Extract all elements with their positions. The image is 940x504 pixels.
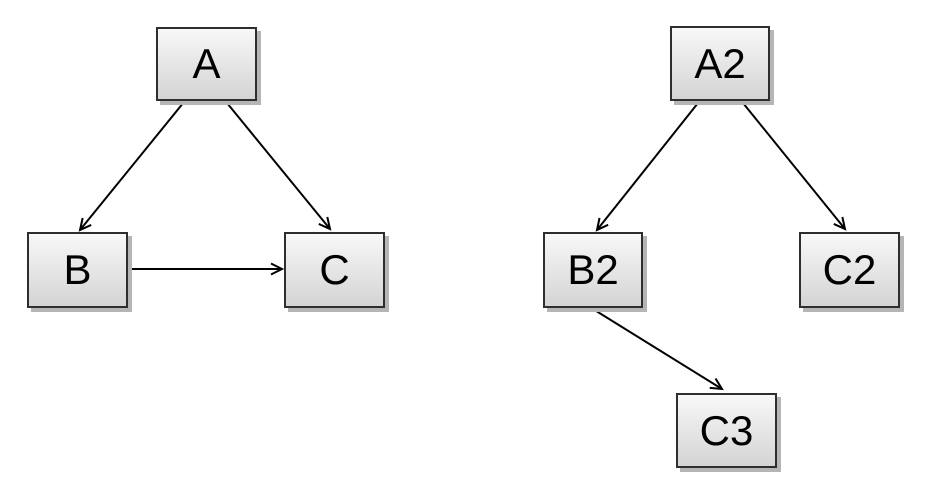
edge-A-to-B: [78, 101, 185, 232]
node-label-A: A: [192, 40, 221, 87]
node-A[interactable]: A: [156, 27, 257, 101]
edge-B2-to-C3: [592, 308, 724, 391]
edge-A2-to-B2: [595, 102, 699, 232]
node-label-C2: C2: [822, 246, 877, 293]
node-C2[interactable]: C2: [799, 232, 900, 308]
node-label-A2: A2: [694, 39, 746, 87]
node-C3[interactable]: C3: [676, 393, 777, 468]
node-A2[interactable]: A2: [670, 26, 770, 101]
node-label-B2: B2: [567, 246, 619, 293]
edge-A-to-C: [226, 102, 332, 231]
edge-A2-to-C2: [742, 102, 847, 231]
node-B[interactable]: B: [27, 232, 128, 308]
node-B2[interactable]: B2: [543, 232, 643, 308]
node-C[interactable]: C: [284, 232, 385, 308]
node-label-B: B: [63, 246, 92, 293]
node-label-C: C: [319, 246, 350, 293]
node-label-C3: C3: [699, 406, 754, 454]
edges-group: [78, 101, 847, 391]
